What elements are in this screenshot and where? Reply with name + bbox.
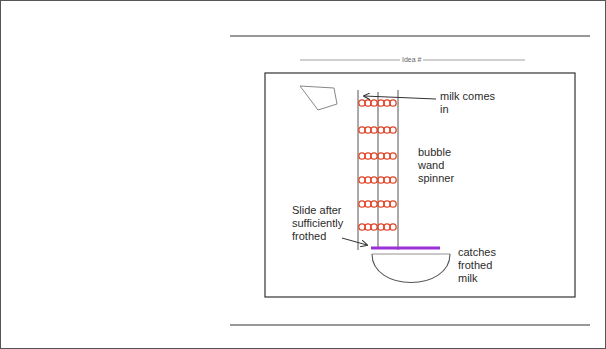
- callout-note: Slide after sufficiently frothed: [292, 204, 354, 243]
- callout-note: milk comes in: [440, 90, 502, 116]
- footer-rule: [230, 324, 590, 325]
- bubble-coil: [359, 127, 396, 133]
- tube-wall: [398, 90, 399, 250]
- callout-note: catches frothed milk: [458, 246, 508, 285]
- funnel: [300, 86, 337, 110]
- bowl-rim: [372, 254, 450, 255]
- bowl: [372, 254, 450, 283]
- leader-arrow: [364, 96, 436, 99]
- bubble-coil: [359, 153, 396, 159]
- header-rule: [230, 35, 590, 36]
- bubble-coil: [359, 177, 396, 183]
- bubble-coil: [359, 224, 396, 230]
- slide-plate: [371, 247, 440, 250]
- form-field-label: Idea #: [400, 55, 423, 64]
- bubble-coil: [359, 100, 396, 106]
- bubble-coil: [359, 201, 396, 207]
- sketch-box: [265, 73, 575, 297]
- leader-arrow: [342, 238, 367, 245]
- callout-note: bubble wand spinner: [418, 146, 466, 185]
